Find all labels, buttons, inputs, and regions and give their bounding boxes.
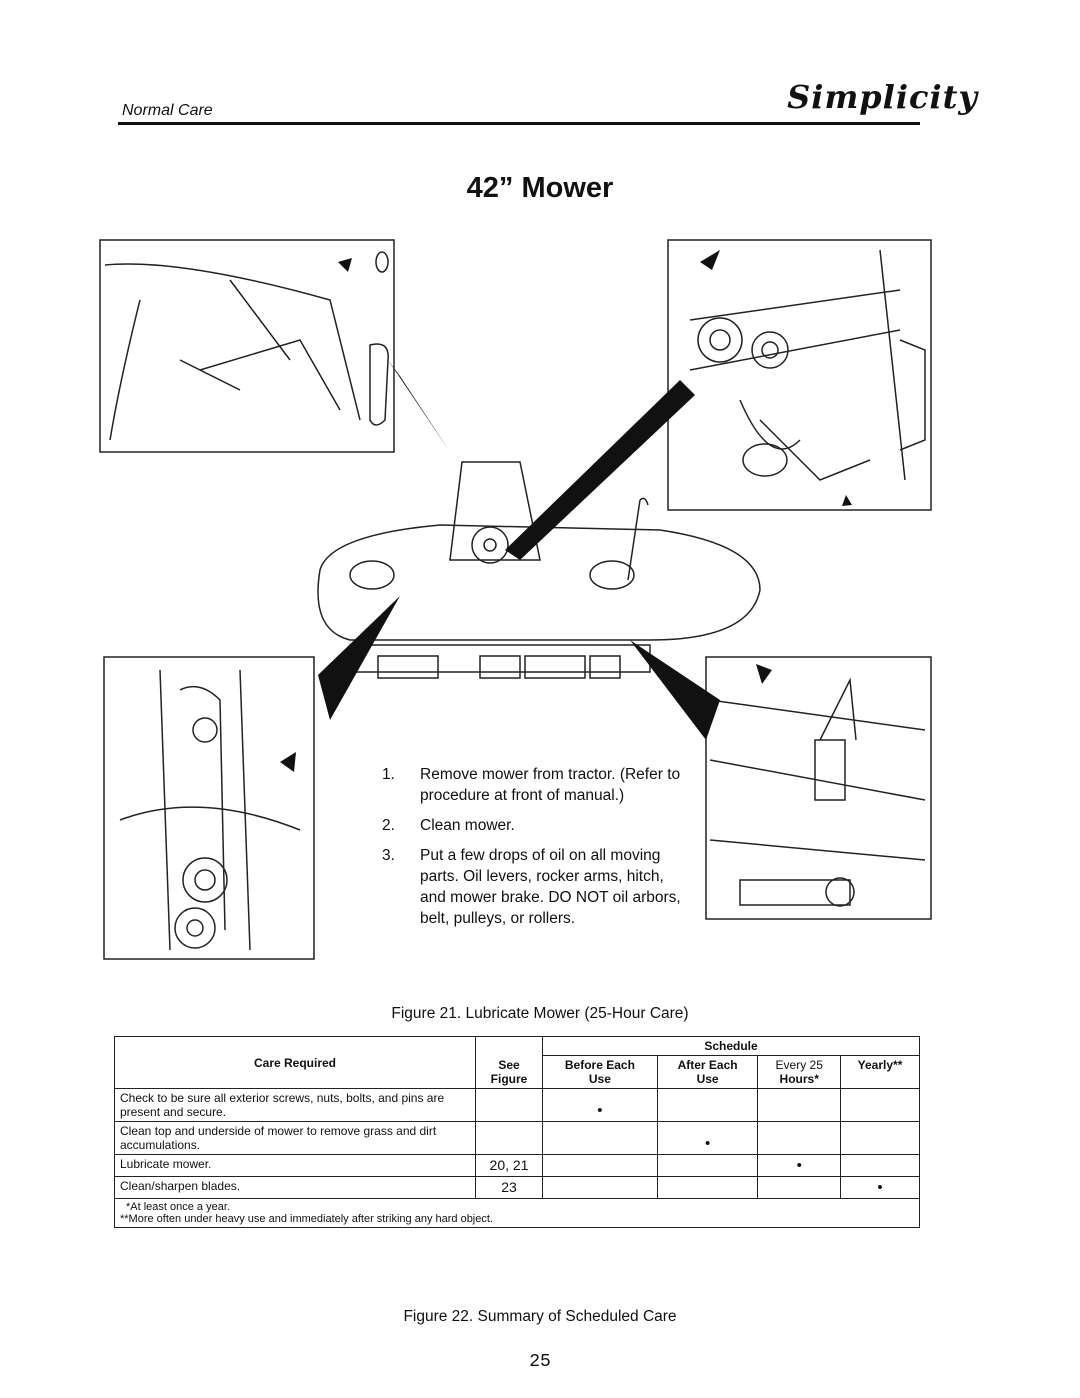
schedule-mark: •: [757, 1154, 842, 1177]
header-figure: Figure: [490, 1072, 528, 1086]
header-before-use: Use: [588, 1072, 611, 1086]
step-item: 2. Clean mower.: [382, 815, 682, 836]
figure-21-caption: Figure 21. Lubricate Mower (25-Hour Care…: [391, 1005, 689, 1022]
schedule-empty: [542, 1176, 658, 1199]
care-cell: Clean top and underside of mower to remo…: [114, 1121, 476, 1155]
header-before: Before Each: [564, 1058, 635, 1072]
schedule-empty: [542, 1154, 658, 1177]
table-row: Check to be sure all exterior screws, nu…: [114, 1088, 920, 1122]
step-text: Clean mower.: [420, 817, 515, 834]
schedule-empty: [840, 1121, 920, 1155]
header-every: Every 25: [775, 1058, 823, 1072]
inset-pulley-detail: [667, 239, 932, 511]
care-cell: Lubricate mower.: [114, 1154, 476, 1177]
figure-cell: 23: [475, 1176, 543, 1199]
header-see: See: [498, 1058, 520, 1072]
instructions: 1. Remove mower from tractor. (Refer to …: [382, 764, 682, 938]
step-number: 1.: [382, 766, 395, 783]
schedule-empty: [656, 1154, 759, 1177]
header-rule: [118, 122, 920, 125]
schedule-empty: [656, 1176, 759, 1199]
schedule-empty: [757, 1088, 842, 1122]
schedule-empty: [840, 1088, 920, 1122]
mower-deck: [317, 524, 761, 641]
step-item: 3. Put a few drops of oil on all moving …: [382, 845, 682, 929]
mower-lubrication-illustration: [99, 239, 932, 960]
table-notes: *At least once a year. **More often unde…: [114, 1198, 920, 1228]
schedule-mark: •: [542, 1088, 658, 1122]
schedule-empty: [656, 1088, 759, 1122]
step-item: 1. Remove mower from tractor. (Refer to …: [382, 764, 682, 806]
inset-hitch-detail: [99, 239, 395, 453]
figure-cell: 20, 21: [475, 1154, 543, 1177]
schedule-mark: •: [840, 1176, 920, 1199]
header-after: After Each: [677, 1058, 738, 1072]
schedule-empty: [757, 1176, 842, 1199]
figure-22-caption: Figure 22. Summary of Scheduled Care: [403, 1308, 677, 1325]
footnote-1: *At least once a year.: [126, 1201, 230, 1213]
inset-belt-detail: [103, 656, 315, 960]
step-number: 3.: [382, 847, 395, 864]
table-row: Clean top and underside of mower to remo…: [114, 1121, 920, 1155]
table-row: Clean/sharpen blades. 23 •: [114, 1176, 920, 1199]
header-hours: Hours*: [779, 1072, 819, 1086]
schedule-empty: [840, 1154, 920, 1177]
header-yearly: Yearly**: [840, 1055, 920, 1089]
header-after-use: Use: [696, 1072, 719, 1086]
step-number: 2.: [382, 817, 395, 834]
schedule-empty: [757, 1121, 842, 1155]
care-cell: Check to be sure all exterior screws, nu…: [114, 1088, 476, 1122]
section-label: Normal Care: [122, 102, 213, 119]
page-number: 25: [529, 1352, 551, 1372]
schedule-empty: [542, 1121, 658, 1155]
table-row: Lubricate mower. 20, 21 •: [114, 1154, 920, 1177]
header-schedule: Schedule: [542, 1036, 920, 1056]
figure-cell: [475, 1088, 543, 1122]
footnote-2: **More often under heavy use and immedia…: [120, 1213, 493, 1225]
brand-logo: Simplicity: [787, 78, 978, 116]
header-care-required: Care Required: [114, 1036, 476, 1089]
step-text: Remove mower from tractor. (Refer to pro…: [420, 766, 681, 804]
inset-lever-detail: [705, 656, 932, 920]
table-notes-row: *At least once a year. **More often unde…: [114, 1198, 920, 1228]
page-title: 42” Mower: [466, 172, 614, 204]
care-cell: Clean/sharpen blades.: [114, 1176, 476, 1199]
figure-cell: [475, 1121, 543, 1155]
schedule-mark: •: [656, 1121, 759, 1155]
step-text: Put a few drops of oil on all moving par…: [420, 847, 681, 927]
